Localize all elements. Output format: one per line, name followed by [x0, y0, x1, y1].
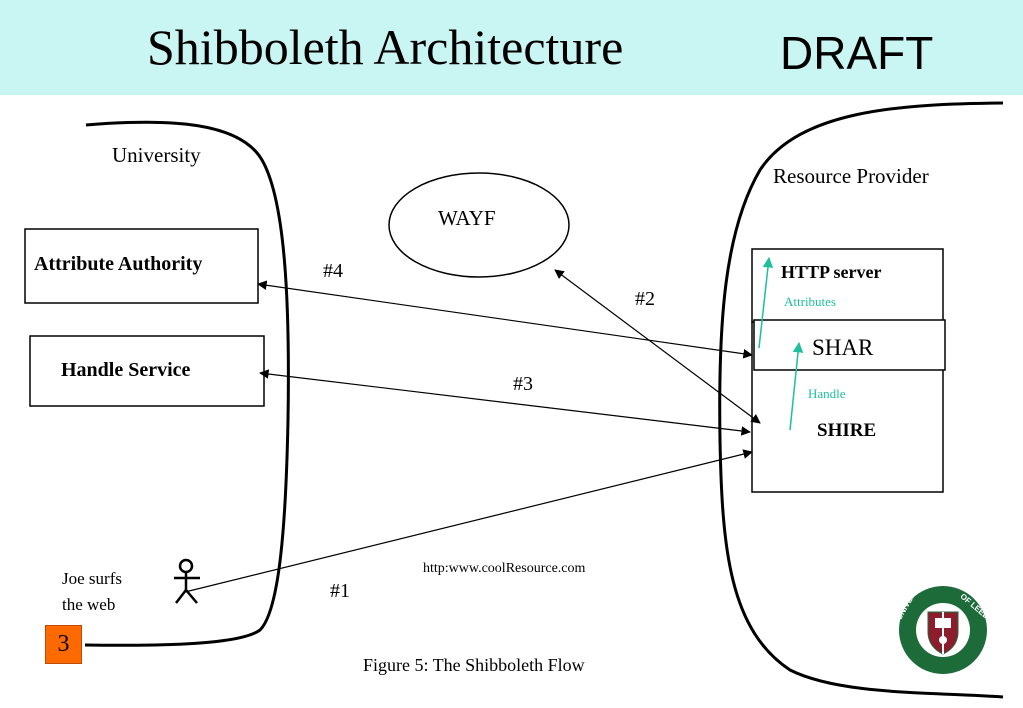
shar-label: SHAR [812, 335, 874, 360]
slide-title: Shibboleth Architecture [147, 19, 624, 75]
handle-label: Handle [808, 386, 846, 401]
title-bar: Shibboleth Architecture DRAFT [0, 0, 1023, 95]
user-stick-figure-icon [174, 558, 200, 604]
http-server-box [751, 248, 944, 323]
flow-2-label: #2 [635, 288, 655, 310]
flow-1-arrow [184, 449, 753, 593]
flow-3-arrow [259, 369, 751, 436]
flow-2-arrow [554, 269, 761, 424]
wayf-label: WAYF [438, 206, 496, 230]
handle-service-box [29, 335, 265, 407]
resource-provider-boundary [718, 101, 1004, 699]
wayf-ellipse [388, 172, 570, 278]
url-caption: http:www.coolResource.com [423, 561, 585, 576]
slide-number-badge: 3 [45, 625, 82, 664]
flow-4-arrow [257, 280, 753, 359]
university-of-leeds-logo: UNIVERSITY OF LEEDS [895, 575, 995, 674]
http-server-label: HTTP server [781, 262, 881, 282]
user-caption-line2: the web [62, 595, 115, 614]
resource-provider-label: Resource Provider [773, 164, 929, 188]
attribute-authority-box [24, 228, 259, 304]
attributes-label: Attributes [784, 294, 836, 309]
figure-caption: Figure 5: The Shibboleth Flow [363, 655, 585, 675]
flow-4-label: #4 [323, 260, 343, 282]
draft-label: DRAFT [780, 27, 934, 79]
flow-1-label: #1 [330, 580, 350, 602]
university-label: University [112, 143, 201, 167]
handle-green-arrow [789, 341, 804, 431]
attribute-authority-label: Attribute Authority [34, 253, 202, 275]
user-caption-line1: Joe surfs [62, 569, 122, 588]
handle-service-label: Handle Service [61, 359, 191, 381]
shar-box [753, 319, 946, 371]
shire-label: SHIRE [817, 420, 876, 441]
flow-3-label: #3 [513, 373, 533, 395]
